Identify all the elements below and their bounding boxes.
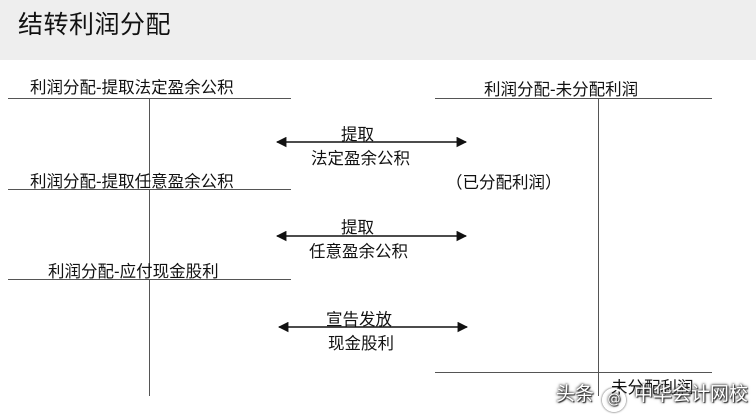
account-discretionary-label: 利润分配-提取任意盈余公积 (30, 172, 234, 191)
transfer-1-line1: 提取 (341, 125, 374, 144)
undistributed-ending-label: 未分配利润 (611, 378, 694, 397)
account-undistributed-label: 利润分配-未分配利润 (484, 80, 639, 99)
account-dividends-label: 利润分配-应付现金股利 (48, 262, 219, 281)
account-undistributed-vline (598, 98, 599, 396)
watermark-suffix: 中华会计网校 (633, 383, 748, 405)
transfer-2-line1: 提取 (341, 218, 374, 237)
ending-balance-line (435, 372, 712, 373)
account-discretionary-vline (149, 189, 150, 277)
page-title: 结转利润分配 (18, 10, 172, 39)
transfer-3-line2: 现金股利 (328, 334, 394, 353)
transfer-1-line2: 法定盈余公积 (311, 149, 410, 168)
watermark: 头条 @ 中华会计网校 (556, 379, 748, 412)
account-statutory-label: 利润分配-提取法定盈余公积 (30, 78, 234, 97)
at-sign-icon: @ (601, 388, 626, 412)
account-undistributed-hline (435, 98, 712, 99)
account-statutory-vline (149, 98, 150, 188)
account-dividends-vline (149, 279, 150, 396)
transfer-3-line1: 宣告发放 (326, 310, 392, 329)
watermark-prefix: 头条 (555, 383, 594, 405)
distributed-profit-note: （已分配利润） (446, 173, 562, 192)
header-bar: 结转利润分配 (0, 0, 756, 60)
transfer-2-line2: 任意盈余公积 (309, 242, 408, 261)
